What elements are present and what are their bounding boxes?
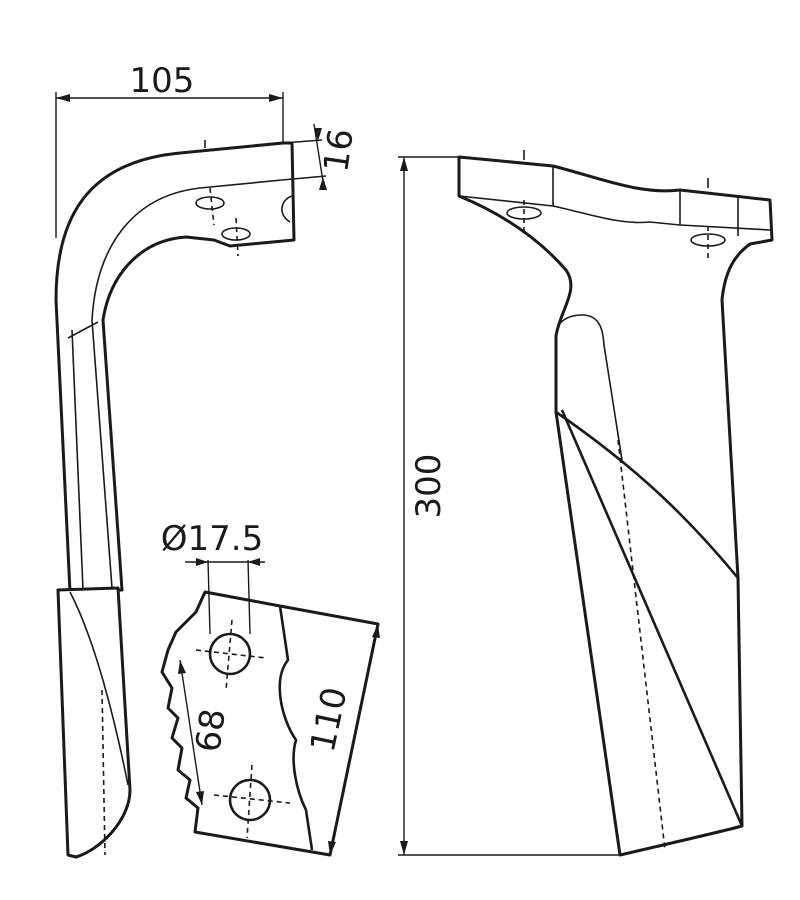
front-view-outline [457,155,774,857]
dim-16-ext-top [282,139,323,144]
dim-16-ext-bottom [281,175,327,181]
mount-hole-bottom-axis-v [246,764,253,839]
dim-68-arrow-top [178,660,186,674]
side-view-hole-axis-2 [235,217,239,257]
front-view-blade-face-2 [560,409,744,827]
dim-110-arrow-bottom [328,841,336,855]
dim-110-arrow-top [372,624,380,638]
front-view-plate-line [458,195,771,231]
side-view-face-line-2 [67,321,99,339]
front-view [457,150,774,857]
side-view [54,140,296,859]
front-view-blade-face-1 [555,410,740,579]
front-view-shank [555,314,623,461]
dim-dia-arrow-right [248,558,260,566]
side-view-tip-edge [69,591,129,786]
dim-dia-ext-right [247,559,251,635]
dim-dia-ext-left [207,559,211,635]
dim-300-arrow-bottom [400,841,408,855]
dim-dia-arrow-left [196,558,208,566]
dimension-105: 105 [55,61,284,238]
dim-dia-label: Ø17.5 [161,519,263,559]
side-view-face-line [71,329,84,591]
side-view-tip [56,586,132,859]
dim-16-arrow-top [314,128,322,141]
dim-105-arrow-right [269,94,283,102]
mount-detail-view [160,590,380,857]
dim-68-line [179,659,203,806]
mount-plate-wavy-edge [278,605,314,851]
mount-hole-bottom-axis-h [213,794,291,804]
dim-68-label: 68 [188,706,234,754]
mount-hole-top-axis-v [225,619,233,691]
dim-300-arrow-top [400,157,408,171]
mount-hole-top [208,632,252,676]
dim-105-arrow-left [56,94,70,102]
dim-16-arrow-bottom [319,177,327,190]
dim-105-label: 105 [130,61,195,101]
dim-110-line [329,623,379,856]
dimension-68: 68 [178,659,234,806]
front-view-blade-axis [617,439,666,851]
side-view-tip-axis [101,689,106,856]
dim-68-arrow-bottom [196,791,204,805]
side-view-hole-axis-1 [209,187,215,226]
dimension-16: 16 [281,123,362,190]
dimension-diameter: Ø17.5 [161,519,265,635]
dim-16-label: 16 [316,126,362,174]
mount-hole-bottom [228,778,272,822]
mount-hole-top-axis-h [195,649,267,659]
dim-16-line [313,123,325,189]
side-view-bend-line [91,179,283,589]
dim-300-label: 300 [409,454,449,519]
side-view-hole-1 [195,196,225,210]
dimension-300: 300 [398,156,620,856]
side-view-notch [281,195,293,223]
